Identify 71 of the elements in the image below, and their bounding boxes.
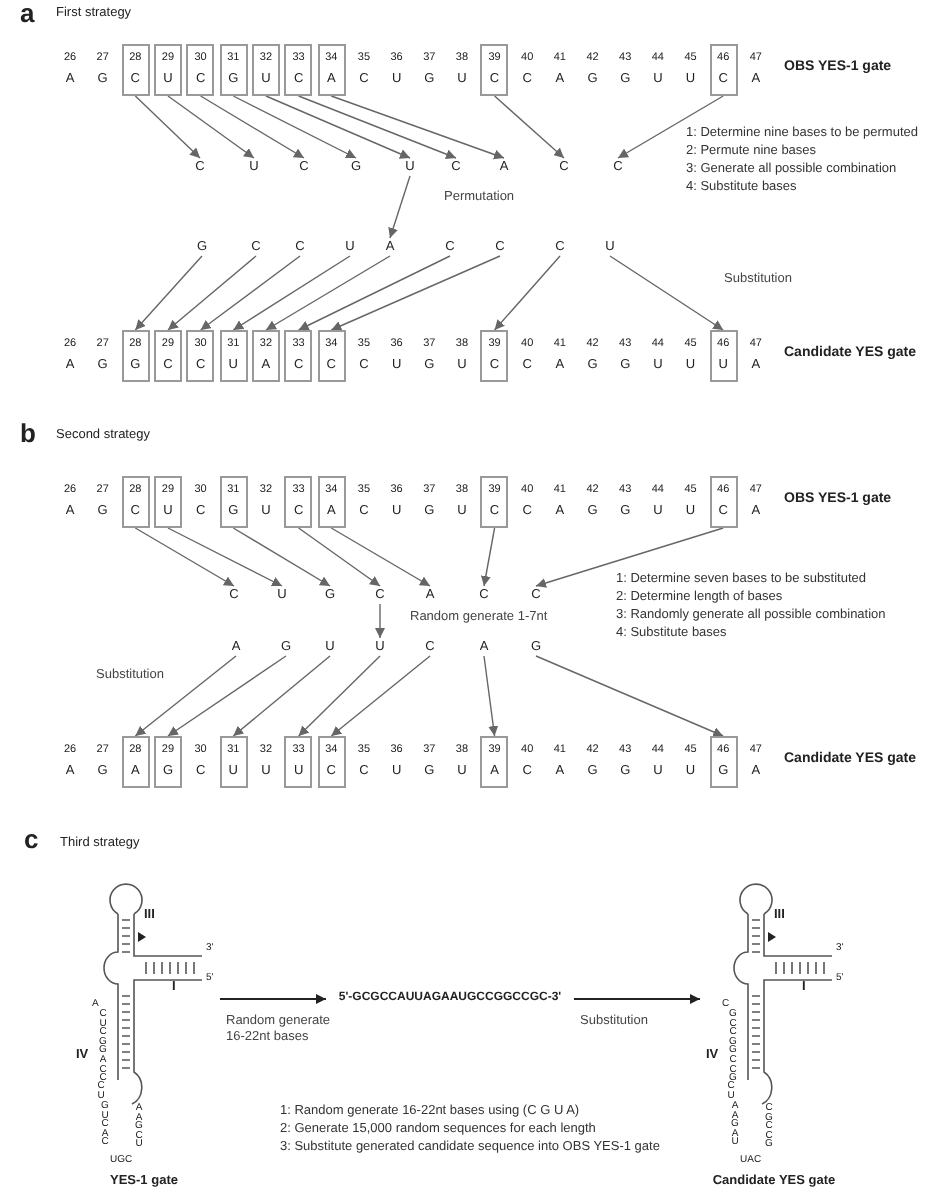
arrow bbox=[330, 95, 505, 160]
position-box bbox=[317, 44, 346, 96]
position-box bbox=[219, 330, 248, 382]
arrow bbox=[535, 655, 724, 737]
arrow bbox=[535, 527, 724, 588]
panel-letter: a bbox=[20, 0, 35, 26]
arrow bbox=[375, 603, 385, 639]
arrow bbox=[297, 655, 381, 737]
arrow bbox=[219, 994, 327, 1004]
arrow bbox=[330, 527, 431, 587]
position-box bbox=[219, 736, 248, 788]
position-box bbox=[317, 330, 346, 382]
position-box bbox=[121, 330, 150, 382]
position-box bbox=[284, 736, 313, 788]
arrow bbox=[134, 655, 237, 737]
arrow bbox=[265, 255, 391, 331]
position-box bbox=[219, 476, 248, 528]
arrow bbox=[232, 655, 331, 737]
arrow bbox=[167, 655, 287, 737]
arrow bbox=[330, 255, 501, 331]
arrow bbox=[167, 527, 283, 587]
position-box bbox=[153, 44, 182, 96]
arrow bbox=[199, 95, 305, 159]
arrow bbox=[493, 255, 561, 331]
panel-letter: b bbox=[20, 420, 36, 446]
position-box bbox=[284, 44, 313, 96]
arrow bbox=[483, 655, 499, 737]
position-box bbox=[317, 476, 346, 528]
arrow bbox=[232, 527, 331, 587]
arrow bbox=[134, 255, 203, 331]
position-box bbox=[317, 736, 346, 788]
arrow bbox=[480, 527, 496, 587]
position-box bbox=[219, 44, 248, 96]
position-box bbox=[284, 330, 313, 382]
arrow bbox=[232, 255, 351, 331]
position-box bbox=[709, 44, 738, 96]
position-box bbox=[186, 330, 215, 382]
position-box bbox=[251, 44, 280, 96]
arrow bbox=[609, 255, 724, 331]
arrow bbox=[388, 175, 411, 239]
position-box bbox=[480, 44, 509, 96]
panel-letter: c bbox=[24, 826, 39, 852]
position-box bbox=[121, 476, 150, 528]
position-box bbox=[153, 476, 182, 528]
arrow bbox=[265, 95, 411, 159]
position-box bbox=[284, 476, 313, 528]
position-box bbox=[709, 330, 738, 382]
position-box bbox=[186, 44, 215, 96]
position-box bbox=[121, 44, 150, 96]
position-box bbox=[153, 736, 182, 788]
arrow bbox=[232, 95, 357, 159]
arrow bbox=[167, 255, 257, 331]
position-box bbox=[480, 476, 509, 528]
position-box bbox=[709, 476, 738, 528]
arrow bbox=[573, 994, 701, 1004]
position-box bbox=[121, 736, 150, 788]
arrow bbox=[134, 95, 201, 159]
position-box bbox=[480, 330, 509, 382]
arrow bbox=[617, 95, 724, 159]
arrow bbox=[330, 655, 431, 737]
arrow bbox=[493, 95, 565, 159]
arrow bbox=[297, 527, 381, 587]
position-box bbox=[153, 330, 182, 382]
arrow bbox=[297, 255, 451, 331]
position-box bbox=[709, 736, 738, 788]
arrow bbox=[167, 95, 255, 159]
arrow bbox=[134, 527, 235, 587]
position-box bbox=[251, 330, 280, 382]
position-box bbox=[480, 736, 509, 788]
arrow bbox=[199, 255, 301, 331]
arrow bbox=[297, 95, 457, 159]
